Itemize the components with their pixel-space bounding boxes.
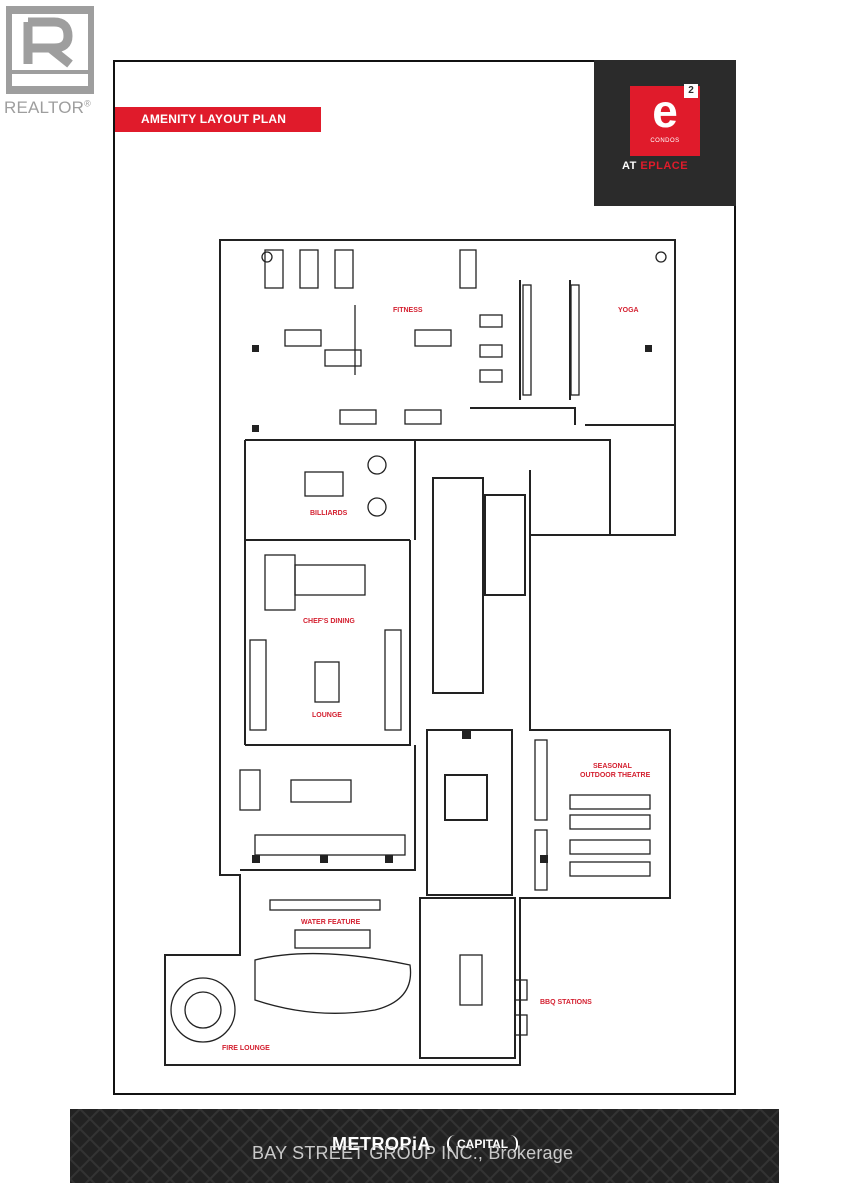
room-water-feature: WATER FEATURE: [301, 919, 361, 926]
capital-logo: CAPITAL: [447, 1135, 519, 1153]
brand-letter: e: [652, 85, 678, 137]
realtor-icon: [6, 6, 94, 94]
metropia-logo: METROPiA: [332, 1133, 432, 1154]
realtor-logo: REALTOR®: [4, 6, 100, 120]
room-theatre-line1: SEASONAL: [593, 763, 633, 770]
brand-logo: e CONDOS 2 AT EPLACE: [594, 60, 736, 206]
room-chefs-dining: CHEF'S DINING: [303, 618, 355, 625]
floor-plan: FITNESS YOGA BILLIARDS CHEF'S DINING LOU…: [164, 239, 676, 1066]
brokerage-watermark: BAY STREET GROUP INC., Brokerage: [252, 1143, 574, 1163]
brand-condos: CONDOS: [650, 138, 680, 144]
plan-sheet: [113, 60, 736, 1095]
room-bbq-stations: BBQ STATIONS: [540, 999, 592, 1006]
room-billiards: BILLIARDS: [310, 510, 348, 517]
room-yoga: YOGA: [618, 307, 639, 314]
footer-banner: METROPiA CAPITAL BAY STREET GROUP INC., …: [70, 1109, 779, 1183]
footer-pattern: [70, 1109, 779, 1183]
brand-at-place: AT EPLACE: [622, 160, 689, 172]
room-fire-lounge: FIRE LOUNGE: [222, 1045, 270, 1052]
page-title: AMENITY LAYOUT PLAN: [115, 107, 321, 132]
room-lounge: LOUNGE: [312, 712, 342, 719]
room-fitness: FITNESS: [393, 307, 423, 314]
brand-superscript: 2: [684, 84, 698, 98]
developer-logos: METROPiA CAPITAL: [332, 1127, 519, 1161]
room-theatre-line2: OUTDOOR THEATRE: [580, 772, 651, 779]
brand-square: e CONDOS: [630, 86, 700, 156]
realtor-label: REALTOR®: [4, 98, 91, 117]
